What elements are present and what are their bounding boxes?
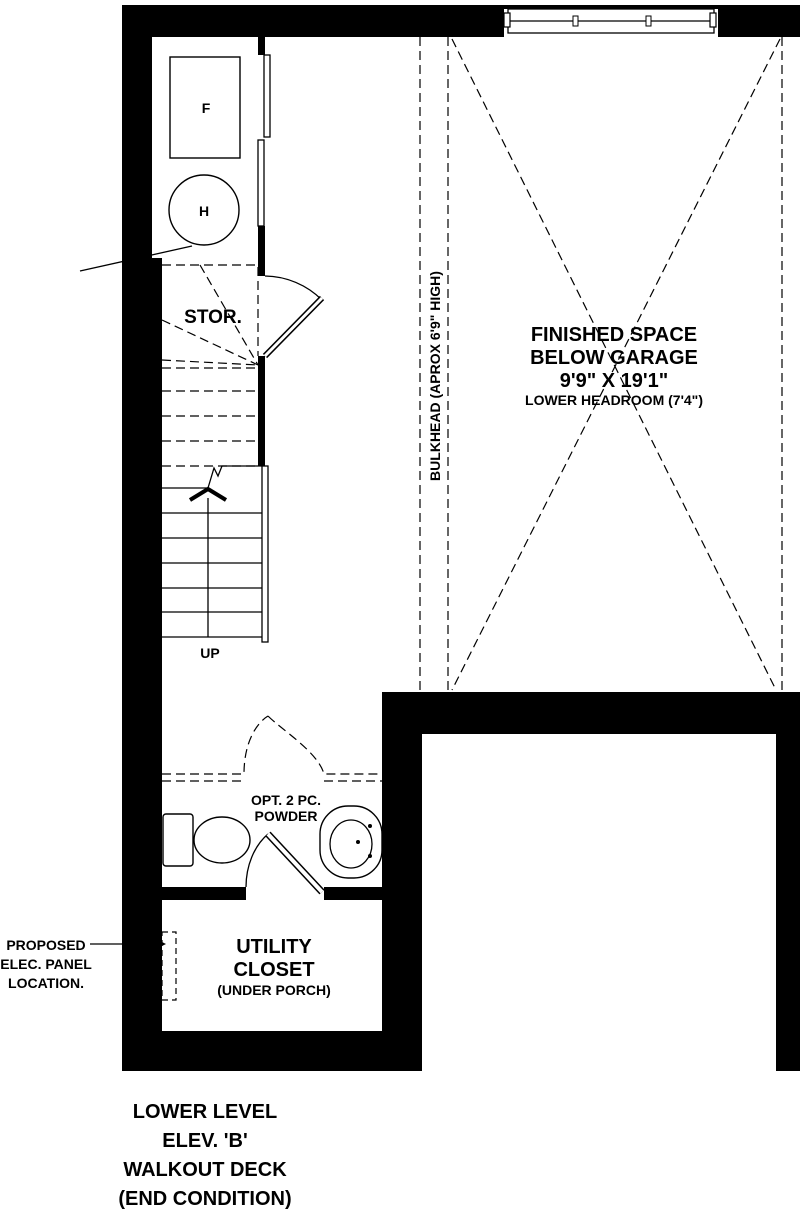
walls [122,5,800,1071]
utility-label-2: CLOSET [233,959,314,981]
caption-line-3: WALKOUT DECK [123,1159,287,1181]
bulkhead-label: BULKHEAD (APROX 6'9" HIGH) [427,271,443,481]
storage-label: STOR. [184,307,242,328]
powder-label-2: POWDER [255,808,318,824]
utility-label-1: UTILITY [236,936,312,958]
storage-door [262,275,325,359]
furnace [169,56,241,159]
finished-space-dimensions: 9'9" X 19'1" [560,370,669,392]
powder-room-outline [162,715,382,782]
caption-line-1: LOWER LEVEL [132,1101,278,1123]
elec-panel-label-1: PROPOSED [6,937,85,953]
leader-line [79,245,193,272]
utility-label-3: (UNDER PORCH) [217,982,331,998]
bulkhead-outline [419,37,449,692]
caption-line-2: ELEV. 'B' [162,1130,248,1152]
sink [319,805,383,879]
finished-space-title-2: BELOW GARAGE [530,347,698,369]
powder-door [245,831,325,895]
powder-label-1: OPT. 2 PC. [251,792,321,808]
elec-panel-label-2: ELEC. PANEL [0,956,92,972]
water-heater [168,174,240,246]
storage-outline [161,264,259,467]
heater-label: H [199,203,209,219]
stairs [162,465,269,643]
sliding-door [257,54,271,227]
top-window [503,5,718,34]
stairs-up-label: UP [200,645,219,661]
caption-line-4: (END CONDITION) [118,1188,292,1210]
finished-space-cross [451,37,783,692]
finished-space-title-1: FINISHED SPACE [531,324,697,346]
finished-space-headroom: LOWER HEADROOM (7'4") [525,392,703,408]
plan-caption: LOWER LEVEL ELEV. 'B' WALKOUT DECK (END … [100,1098,310,1214]
elec-panel [161,931,177,1001]
elec-panel-label-3: LOCATION. [8,975,84,991]
furnace-label: F [202,100,211,116]
elec-panel-arrow [90,940,166,948]
toilet [162,813,251,867]
